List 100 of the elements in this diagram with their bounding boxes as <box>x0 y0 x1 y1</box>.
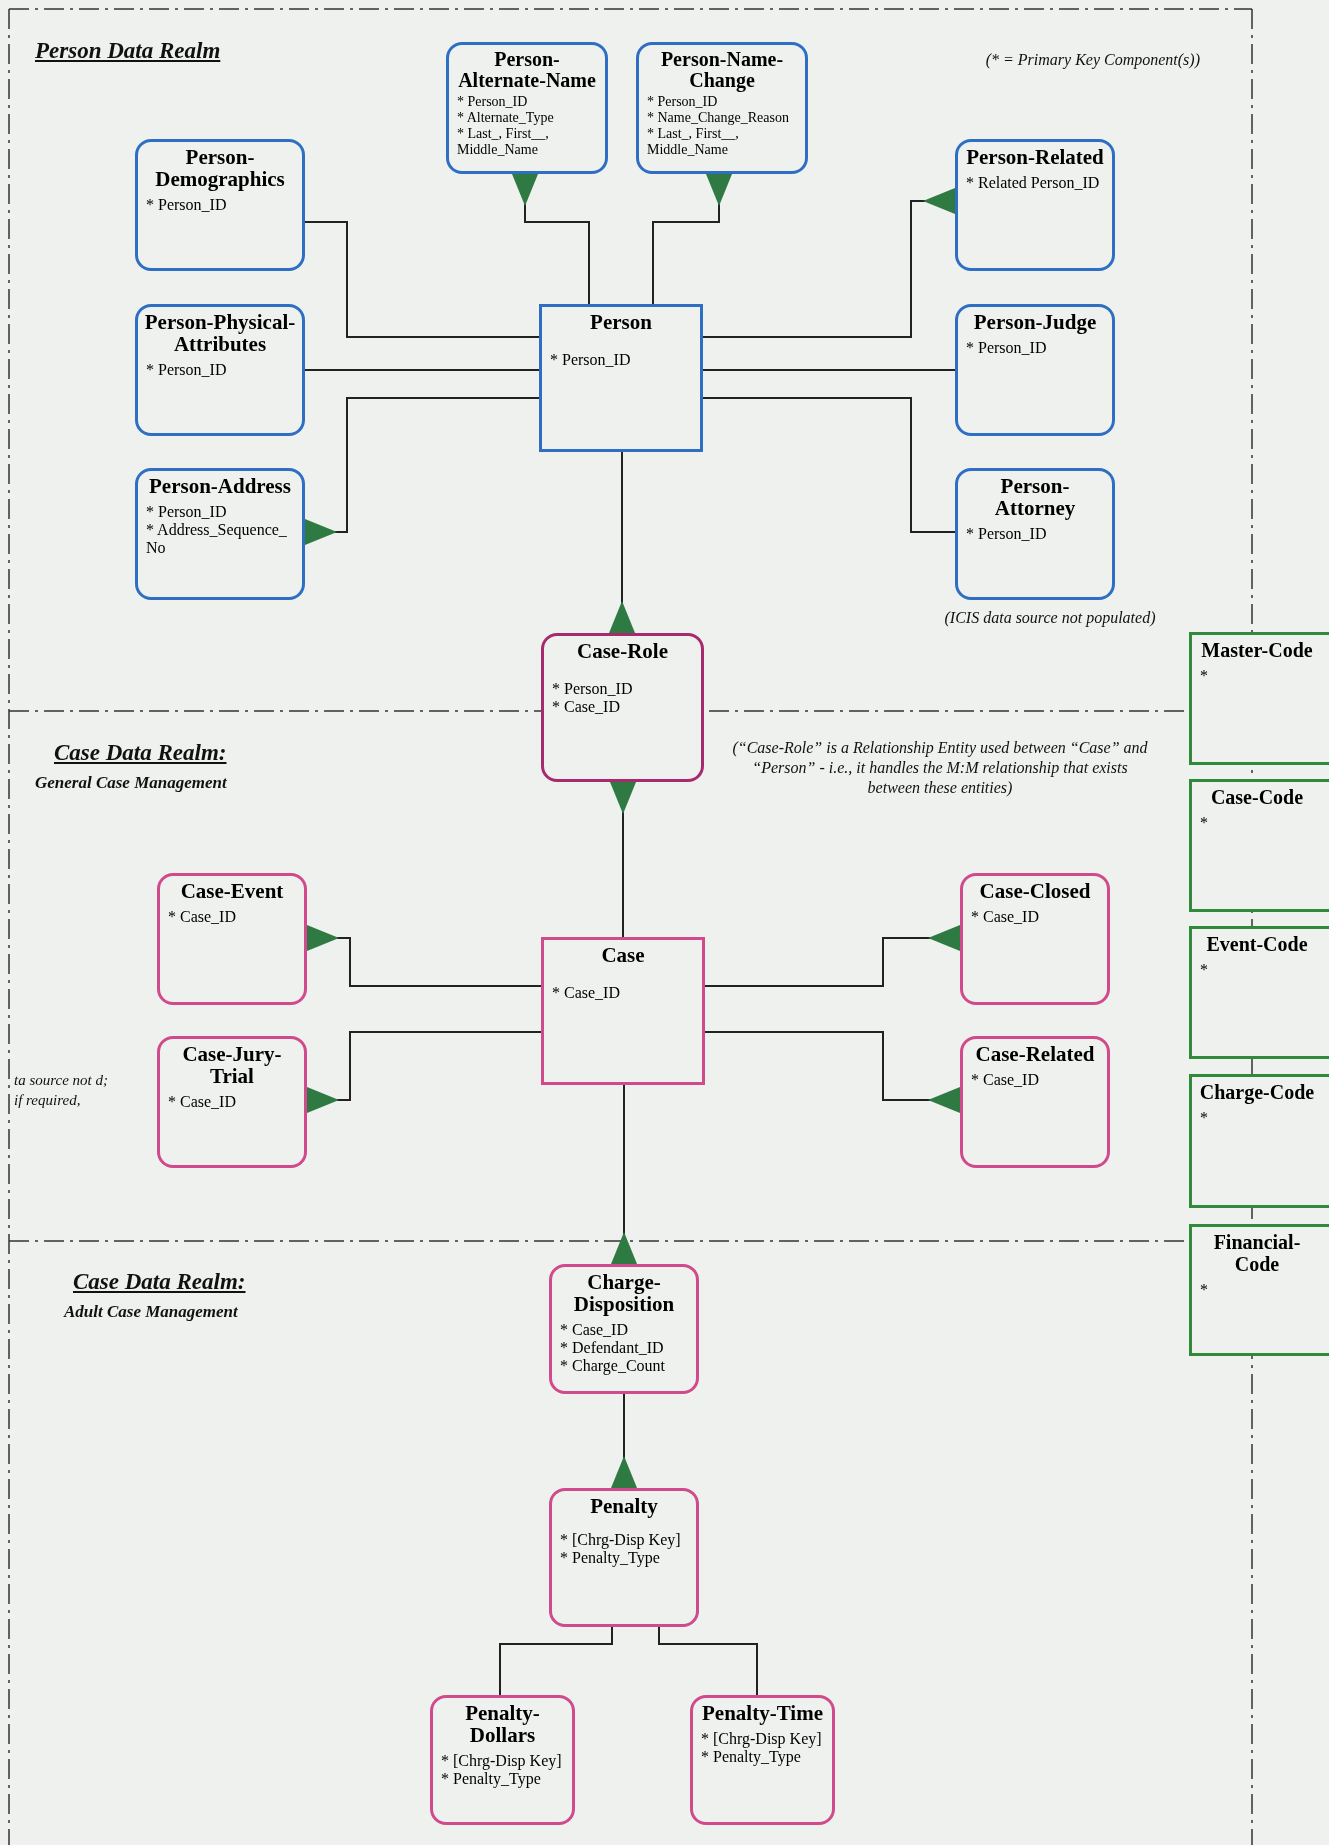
relationship-line <box>611 1393 637 1489</box>
entity-box <box>541 633 704 782</box>
entity-name: Case-Code <box>1209 786 1305 808</box>
attribute-text: * Charge_Count <box>559 1357 666 1375</box>
entity-name: Person-Related <box>965 146 1105 168</box>
entity-box <box>960 873 1110 1005</box>
relationship-line <box>702 397 956 533</box>
entity-name: Person-Judge <box>972 311 1098 333</box>
entity-box <box>135 304 305 436</box>
entity-box <box>955 304 1115 436</box>
attribute-text: * Case_ID <box>167 908 236 926</box>
attribute-text: * [Chrg-Disp Key] <box>559 1531 681 1549</box>
code-table-box <box>1189 632 1329 765</box>
attribute-text: * Person_ID <box>646 94 718 110</box>
entity-box <box>157 873 307 1005</box>
attribute-text: * Case_ID <box>970 1071 1039 1089</box>
attribute-text: * Name_Change_Reason <box>646 110 789 126</box>
attribute-text: * <box>1199 961 1209 979</box>
entity-box <box>157 1036 307 1168</box>
attribute-text: * Person_ID <box>965 339 1047 357</box>
realm-title: Case Data Realm: <box>73 1269 247 1295</box>
attribute-text: * Last_, First__, Middle_Name <box>456 126 550 158</box>
attribute-text: * Penalty_Type <box>559 1549 660 1567</box>
attribute-text: * Case_ID <box>167 1093 236 1111</box>
attribute-text: * Person_ID <box>551 680 633 698</box>
attribute-text: * Address_Sequence_ No <box>145 521 288 557</box>
entity-name: Case-Jury-Trial <box>181 1043 283 1087</box>
entity-name: Penalty <box>589 1495 659 1517</box>
entity-box <box>430 1695 575 1825</box>
entity-name: Person-Name-Change <box>659 49 785 91</box>
relationship-line <box>306 1031 542 1113</box>
entity-name: Master-Code <box>1200 639 1314 661</box>
entity-name: Person <box>589 311 653 333</box>
attribute-text: * Case_ID <box>551 698 620 716</box>
entity-name: Person-Address <box>148 475 292 497</box>
attribute-text: * <box>1199 1109 1209 1127</box>
relationship-line <box>304 221 540 338</box>
entity-box <box>636 42 808 174</box>
note-text: (* = Primary Key Component(s)) <box>984 50 1200 70</box>
entity-name: Charge-Disposition <box>572 1271 676 1315</box>
relationship-line <box>304 369 540 371</box>
entity-box <box>960 1036 1110 1168</box>
attribute-text: * Case_ID <box>551 984 620 1002</box>
relationship-line <box>704 925 961 987</box>
code-table-box <box>1189 1074 1329 1208</box>
entity-box <box>446 42 608 174</box>
entity-name: Penalty-Time <box>701 1702 824 1724</box>
relationship-line <box>658 1626 758 1696</box>
relationship-line <box>702 188 956 338</box>
note-text: ta source not d; if required, <box>14 1071 109 1110</box>
entity-box <box>539 304 703 452</box>
code-table-box <box>1189 1224 1329 1356</box>
entity-box <box>549 1264 699 1394</box>
attribute-text: * Penalty_Type <box>440 1770 541 1788</box>
entity-box <box>955 139 1115 271</box>
entity-name: Case-Related <box>974 1043 1096 1065</box>
relationship-line <box>702 369 956 371</box>
attribute-text: * Person_ID <box>145 196 227 214</box>
note-text: (“Case-Role” is a Relationship Entity used between “Case” and “Person” - i.e., it handles the M:M relationship that exists between these entities) <box>731 738 1149 798</box>
attribute-text: * Case_ID <box>559 1321 628 1339</box>
code-table-box <box>1189 779 1329 912</box>
attribute-text: * Defendant_ID <box>559 1339 664 1357</box>
entity-box <box>135 468 305 600</box>
relationship-line <box>611 1084 637 1265</box>
relationship-line <box>704 1031 961 1113</box>
realm-subtitle: Adult Case Management <box>64 1302 239 1322</box>
entity-name: Person-Physical-Attributes <box>144 311 296 355</box>
attribute-text: * <box>1199 814 1209 832</box>
relationship-line <box>512 173 590 305</box>
attribute-text: * Person_ID <box>549 351 631 369</box>
realm-subtitle: General Case Management <box>35 773 228 793</box>
entity-name: Person-Attorney <box>993 475 1077 519</box>
attribute-text: * Person_ID <box>965 525 1047 543</box>
entity-name: Charge-Code <box>1198 1081 1316 1103</box>
entity-name: Case-Event <box>179 880 285 902</box>
entity-name: Financial-Code <box>1212 1231 1302 1275</box>
attribute-text: * Related Person_ID <box>965 174 1100 192</box>
entity-box <box>690 1695 835 1825</box>
entity-name: Person-Alternate-Name <box>457 49 597 91</box>
realm-title: Case Data Realm: <box>54 740 228 766</box>
relationship-line <box>652 173 732 305</box>
relationship-line <box>609 451 635 634</box>
attribute-text: * Person_ID <box>145 361 227 379</box>
attribute-text: * Person_ID <box>145 503 227 521</box>
attribute-text: * [Chrg-Disp Key] <box>700 1730 822 1748</box>
attribute-text: * <box>1199 1281 1209 1299</box>
relationship-line <box>610 781 636 938</box>
entity-name: Case <box>600 944 646 966</box>
entity-box <box>549 1488 699 1627</box>
attribute-text: * Alternate_Type <box>456 110 554 126</box>
relationship-line <box>306 925 542 987</box>
attribute-text: * Penalty_Type <box>700 1748 801 1766</box>
note-text: (ICIS data source not populated) <box>943 608 1157 628</box>
relationship-line <box>499 1626 613 1696</box>
entity-box <box>955 468 1115 600</box>
attribute-text: * [Chrg-Disp Key] <box>440 1752 562 1770</box>
entity-name: Person-Demographics <box>154 146 286 190</box>
entity-box <box>541 937 705 1085</box>
entity-name: Event-Code <box>1205 933 1309 955</box>
attribute-text: * Case_ID <box>970 908 1039 926</box>
